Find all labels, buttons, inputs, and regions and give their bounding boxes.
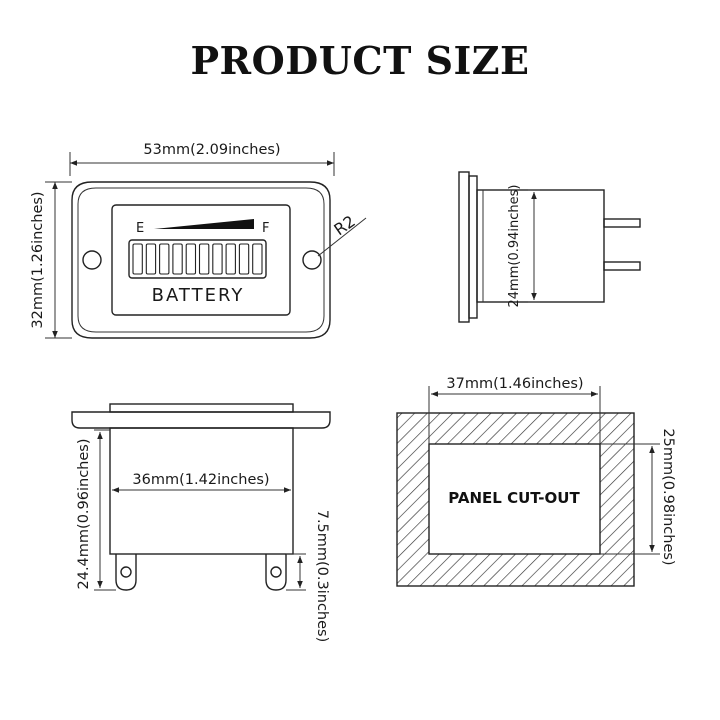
bottom-depth-label: 24.4mm(0.96inches)	[76, 439, 92, 590]
cutout-view: PANEL CUT-OUT 37mm(1.46inches) 25mm(0.98…	[396, 376, 676, 587]
meter-bezel	[71, 181, 331, 339]
cutout-width-label: 37mm(1.46inches)	[446, 376, 583, 392]
front-height-label: 32mm(1.26inches)	[30, 191, 46, 328]
bottom-view: 36mm(1.42inches) 24.4mm(0.96inches) 7.5m…	[71, 403, 331, 643]
front-view: 53mm(2.09inches) 32mm(1.26inches) E F BA…	[30, 142, 367, 339]
led-segment	[212, 243, 223, 275]
led-segment	[198, 243, 210, 275]
mounting-hole-left	[82, 250, 102, 270]
bottom-top-lip	[109, 403, 294, 413]
led-segment	[238, 243, 250, 275]
terminal-right	[265, 554, 287, 591]
led-segment	[252, 243, 263, 275]
display-label: BATTERY	[152, 285, 245, 306]
panel-cutout-opening	[428, 443, 601, 555]
side-bezel	[458, 171, 470, 323]
display-window	[111, 204, 291, 316]
front-width-label: 53mm(2.09inches)	[143, 142, 280, 158]
gauge-full-label: F	[262, 221, 269, 236]
bottom-width-label: 36mm(1.42inches)	[132, 472, 269, 488]
gauge-wedge	[154, 219, 254, 229]
gauge-empty-label: E	[136, 221, 144, 236]
terminal-length-label: 7.5mm(0.3inches)	[314, 510, 330, 643]
side-height-label: 24mm(0.94inches)	[507, 185, 522, 308]
bottom-body	[109, 427, 294, 555]
terminal-left	[115, 554, 137, 591]
terminal-top	[603, 218, 641, 228]
led-segment	[159, 243, 170, 275]
led-segment	[225, 243, 236, 275]
side-view: 24mm(0.94inches)	[458, 171, 641, 323]
side-body	[476, 189, 605, 303]
bottom-flange	[71, 411, 331, 429]
led-bar-frame	[128, 239, 267, 279]
led-segments	[132, 243, 263, 275]
mounting-hole-right	[302, 250, 322, 270]
cutout-center-label: PANEL CUT-OUT	[448, 489, 580, 507]
radius-label: R2	[330, 211, 358, 239]
cutout-height-label: 25mm(0.98inches)	[660, 428, 676, 565]
led-segment	[132, 243, 143, 275]
page-title: PRODUCT SIZE	[190, 38, 530, 83]
led-segment	[172, 243, 183, 275]
led-segment	[185, 243, 197, 275]
terminal-bottom	[603, 261, 641, 271]
led-segment	[145, 243, 157, 275]
